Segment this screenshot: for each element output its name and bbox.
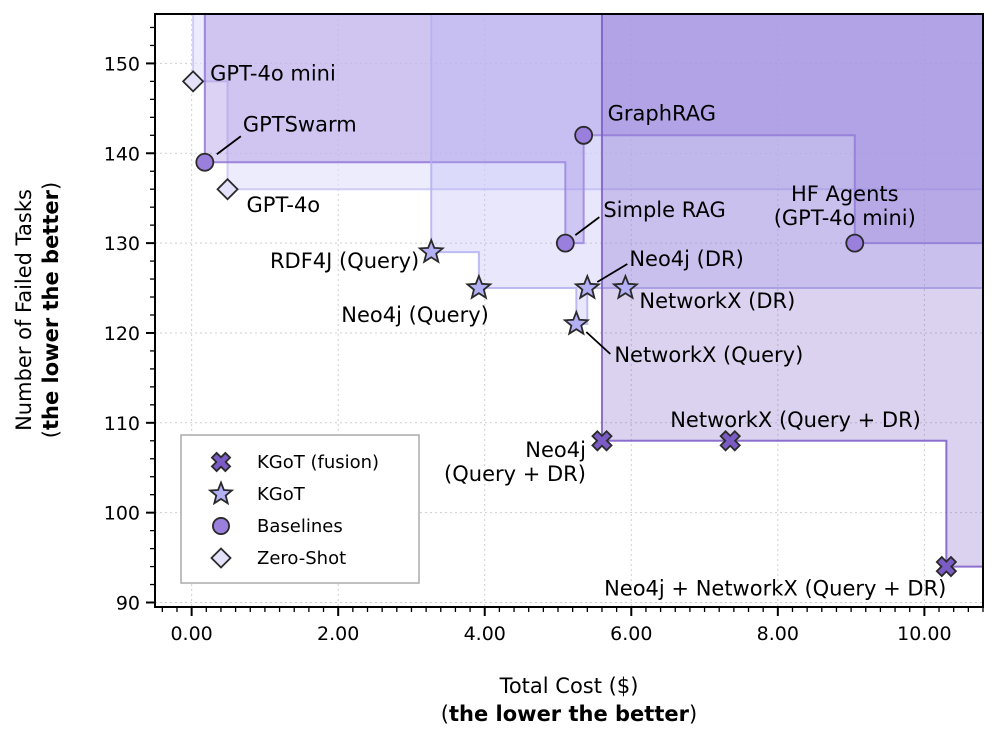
point-label-line: NetworkX (Query + DR) — [670, 408, 921, 432]
x-axis-label: Total Cost ($) — [499, 674, 639, 698]
x-axis-paren-open: ( — [441, 702, 449, 726]
zeroshot-marker — [216, 177, 239, 201]
fusion-marker — [935, 555, 958, 578]
kgot-marker — [465, 273, 493, 300]
legend-x-icon — [210, 451, 232, 473]
x-axis-emphasis-line: (the lower the better) — [441, 702, 697, 726]
kgot-marker — [573, 273, 602, 300]
point-label-line: (Query + DR) — [444, 462, 586, 486]
y-tick-label: 130 — [104, 233, 140, 255]
x-tick-label: 10.00 — [897, 623, 951, 645]
baseline-marker — [555, 233, 575, 253]
plot-frame — [154, 13, 984, 608]
point-label-line: RDF4J (Query) — [270, 249, 419, 273]
baseline-region-fill — [204, 14, 983, 244]
point-label: HF Agents(GPT-4o mini) — [774, 182, 916, 230]
point-label: Simple RAG — [603, 198, 725, 222]
fusion-region-fill — [601, 14, 983, 567]
x-tick-label: 6.00 — [610, 623, 652, 645]
leader-line — [585, 331, 611, 355]
point-label-line: Neo4j (Query) — [341, 303, 489, 327]
legend-circle-icon — [212, 517, 230, 535]
y-tick-label: 120 — [104, 323, 140, 345]
x-tick-label: 4.00 — [464, 623, 506, 645]
point-label: Neo4j + NetworkX (Query + DR) — [604, 577, 946, 601]
point-label: Neo4j(Query + DR) — [444, 438, 586, 486]
point-label-line: GPT-4o mini — [210, 61, 336, 85]
y-tick-label: 150 — [104, 53, 140, 75]
point-label-line: GraphRAG — [608, 101, 716, 125]
x-tick-label: 8.00 — [757, 623, 799, 645]
point-label: GPTSwarm — [243, 112, 357, 136]
point-label-line: (GPT-4o mini) — [774, 206, 916, 230]
legend-label: KGoT — [257, 484, 306, 505]
axis-ticks — [146, 26, 984, 616]
y-tick-label: 110 — [104, 413, 140, 435]
y-tick-label: 100 — [104, 503, 140, 525]
point-label: NetworkX (DR) — [639, 289, 795, 313]
point-label-line: GPTSwarm — [243, 112, 357, 136]
x-axis-emphasis: the lower the better — [449, 702, 690, 726]
baseline-marker — [195, 152, 215, 172]
zeroshot-region-frontier-line — [192, 14, 983, 191]
y-axis-emphasis-line: (the lower the better) — [39, 182, 63, 438]
legend-label: KGoT (fusion) — [257, 452, 379, 473]
kgot-marker — [417, 237, 446, 264]
leader-line — [596, 263, 628, 283]
legend-label: Baselines — [257, 516, 343, 537]
legend-star-icon — [207, 480, 235, 506]
legend-diamond-icon — [210, 547, 232, 569]
point-label-line: Neo4j — [525, 438, 586, 462]
y-axis-label: Number of Failed Tasks — [12, 189, 36, 431]
leader-line — [216, 135, 242, 155]
label-leader-lines — [216, 135, 628, 355]
zeroshot-marker — [181, 70, 205, 93]
y-tick-label: 140 — [104, 143, 140, 165]
y-axis-emphasis: the lower the better — [39, 189, 63, 430]
y-axis-paren-close: ) — [39, 182, 63, 190]
baseline-marker — [845, 233, 865, 253]
point-label-line: NetworkX (DR) — [639, 289, 795, 313]
x-tick-label: 2.00 — [317, 623, 359, 645]
fusion-region-frontier-line — [600, 14, 983, 568]
point-label-line: NetworkX (Query) — [614, 343, 803, 367]
axis-tick-labels: 0.00 2.00 4.00 6.00 8.00 10.00 90 100 110 120 130 1… — [104, 53, 952, 645]
kgot-region-frontier-line — [430, 14, 983, 325]
fusion-marker — [719, 429, 742, 452]
fusion-marker — [591, 429, 613, 452]
y-axis-paren-open: ( — [39, 430, 63, 438]
kgot-marker — [611, 273, 640, 300]
point-label-line: HF Agents — [791, 182, 899, 206]
kgot-marker — [562, 309, 591, 336]
point-label: RDF4J (Query) — [270, 249, 419, 273]
point-label: NetworkX (Query + DR) — [670, 408, 921, 432]
point-label: NetworkX (Query) — [614, 343, 803, 367]
point-label: GPT-4o mini — [210, 61, 336, 85]
point-label-line: Neo4j + NetworkX (Query + DR) — [604, 577, 946, 601]
point-label-line: Neo4j (DR) — [629, 247, 744, 271]
y-tick-label: 90 — [116, 593, 140, 615]
grid-lines — [155, 14, 983, 607]
point-label-line: GPT-4o — [247, 193, 321, 217]
x-tick-label: 0.00 — [170, 623, 212, 645]
point-label: Neo4j (DR) — [629, 247, 744, 271]
legend-label: Zero-Shot — [257, 548, 346, 569]
x-axis-paren-close: ) — [689, 702, 697, 726]
point-label: GPT-4o — [247, 193, 321, 217]
baseline-marker — [574, 125, 594, 145]
point-label-line: Simple RAG — [603, 198, 725, 222]
point-label: GraphRAG — [608, 101, 716, 125]
data-points — [181, 70, 958, 578]
point-label: Neo4j (Query) — [341, 303, 489, 327]
baseline-region-frontier-line — [203, 14, 983, 245]
zeroshot-region-fill — [193, 14, 983, 190]
leader-line — [574, 216, 600, 236]
